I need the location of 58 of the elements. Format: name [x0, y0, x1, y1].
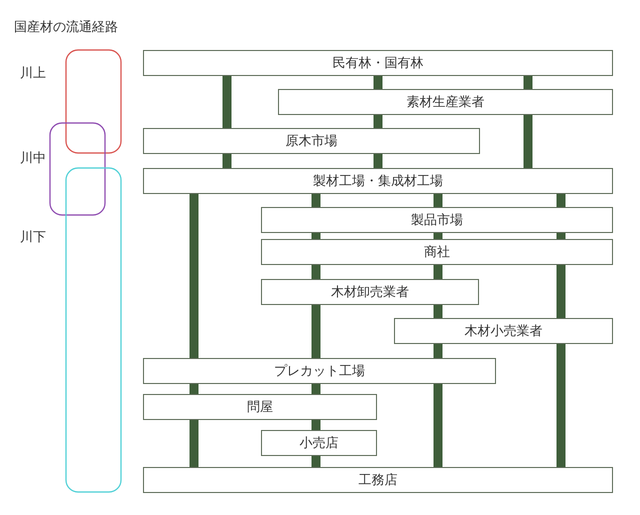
- box-label: 民有林・国有林: [332, 55, 424, 72]
- connector-bar: [556, 344, 566, 467]
- connector-bar: [190, 194, 198, 358]
- connector-bar: [312, 456, 320, 467]
- connector-bar: [434, 384, 442, 467]
- box-label: 木材卸売業者: [331, 284, 409, 301]
- connector-bar: [312, 194, 320, 207]
- connector-bar: [312, 384, 320, 394]
- connector-bar: [222, 76, 232, 128]
- connector-bar: [434, 305, 442, 318]
- box-label: 工務店: [358, 472, 398, 489]
- connector-bar: [222, 154, 232, 168]
- connector-bar: [312, 420, 320, 430]
- stage-box: [261, 207, 613, 233]
- stage-box: [143, 358, 496, 384]
- connector-bar: [312, 233, 320, 239]
- connector-bar: [190, 384, 198, 394]
- connector-bar: [524, 76, 532, 89]
- connector-bar: [524, 115, 532, 168]
- stage-box: [394, 318, 613, 344]
- stage-box: [261, 430, 377, 456]
- connector-bar: [556, 265, 566, 318]
- stage-label: 川下: [20, 229, 46, 246]
- box-label: 製材工場・集成材工場: [313, 173, 443, 190]
- box-label: 製品市場: [411, 212, 463, 229]
- range-bracket: [49, 122, 106, 216]
- stage-box: [143, 128, 480, 154]
- connector-bar: [374, 115, 382, 128]
- connector-bar: [434, 344, 442, 358]
- range-bracket: [65, 49, 122, 154]
- box-label: プレカット工場: [274, 363, 365, 380]
- box-label: 小売店: [300, 435, 338, 452]
- box-label: 原木市場: [286, 133, 338, 150]
- connector-bar: [434, 233, 442, 239]
- connector-bar: [190, 420, 198, 467]
- box-label: 素材生産業者: [406, 94, 484, 111]
- box-label: 木材小売業者: [464, 323, 542, 340]
- stage-label: 川上: [20, 65, 46, 82]
- connector-bar: [556, 233, 566, 239]
- box-label: 問屋: [247, 399, 273, 416]
- connector-bar: [312, 265, 320, 279]
- stage-box: [143, 467, 613, 493]
- connector-bar: [374, 76, 382, 89]
- stage-box: [143, 50, 613, 76]
- stage-box: [143, 168, 613, 194]
- stage-box: [143, 394, 377, 420]
- stage-box: [261, 239, 613, 265]
- connector-bar: [434, 194, 442, 207]
- diagram-title: 国産材の流通経路: [14, 19, 118, 36]
- connector-bar: [434, 265, 442, 279]
- range-bracket: [65, 167, 122, 493]
- box-label: 商社: [424, 244, 450, 261]
- stage-box: [278, 89, 613, 115]
- connector-bar: [312, 305, 320, 358]
- connector-bar: [374, 154, 382, 168]
- stage-label: 川中: [20, 150, 46, 167]
- connector-bar: [556, 194, 566, 207]
- stage-box: [261, 279, 479, 305]
